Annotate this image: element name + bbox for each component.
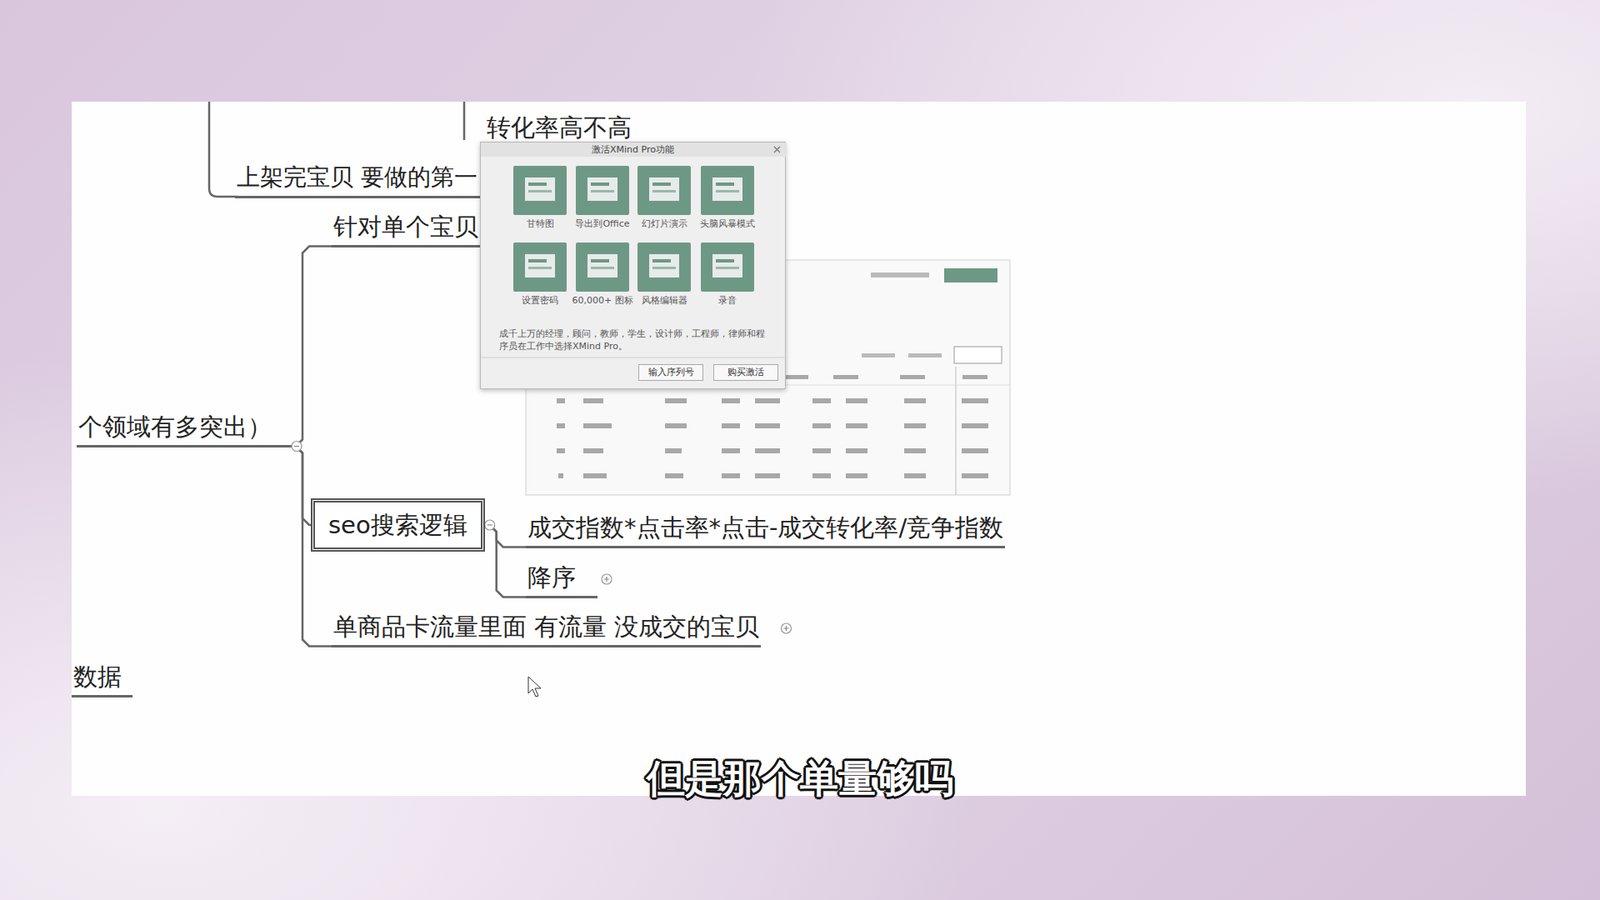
node-text: 转化率高不高 (486, 113, 632, 142)
blurred-text (861, 353, 895, 358)
branch-line (463, 101, 466, 140)
table-button (944, 268, 998, 283)
dialog-titlebar (480, 142, 787, 157)
topic-node: 数据 (71, 662, 133, 698)
table-button (954, 346, 1002, 364)
branch-line (209, 101, 239, 197)
topic-node: 成交指数*点击率*点击-成交转化率/竞争指数 (525, 513, 1005, 549)
dialog-button: 购买激活 (713, 364, 779, 381)
node-text: 个领域有多突出） (78, 412, 290, 441)
branch-connector (290, 246, 332, 447)
dialog-rule (480, 357, 787, 359)
node-text: 购买激活 (714, 365, 778, 380)
feature-icon (513, 242, 567, 292)
feature-icon (637, 242, 691, 292)
node-text: 降序 (527, 563, 596, 592)
dialog-button: 输入序列号 (638, 364, 704, 381)
icon-label: 导出到Office (566, 218, 639, 230)
selected-topic-box: seo搜索逻辑 (310, 498, 485, 552)
topic-node: 上架完宝贝 要做的第一 (235, 163, 480, 199)
blurred-text (908, 353, 942, 358)
icon-label: 幻灯片演示 (628, 218, 700, 230)
node-text: 针对单个宝贝 (333, 212, 479, 241)
canvas-panel (71, 101, 1526, 796)
feature-icon (637, 165, 691, 215)
icon-label: 甘特图 (504, 218, 576, 230)
topic-node: 针对单个宝贝 (331, 212, 480, 248)
feature-icon (700, 165, 755, 215)
node-text: 单商品卡流量里面 有流量 没成交的宝贝 (333, 612, 760, 641)
blurred-cells (556, 375, 989, 479)
node-text: 成交指数*点击率*点击-成交转化率/竞争指数 (527, 513, 1004, 542)
dialog-illustration (480, 142, 787, 390)
subtitle: 但是那个单量够吗 (0, 753, 1600, 804)
node-text: seo搜索逻辑 (328, 510, 468, 540)
branch-connector (485, 525, 526, 598)
table-rule (955, 366, 957, 495)
topic-node: 降序 (525, 563, 598, 599)
icon-label: 设置密码 (504, 295, 576, 306)
icon-label: 60,000+ 图标 (566, 295, 639, 306)
icon-label: 头脑风暴模式 (691, 218, 764, 230)
collapse-toggle (485, 520, 495, 530)
close-icon (774, 146, 780, 153)
collapse-toggle (291, 441, 302, 452)
mouse-cursor (528, 676, 541, 697)
feature-icon (575, 165, 630, 215)
node-body-text: 成千上万的经理，顾问，教师，学生，设计师，工程师，律师和程序员在工作中选择XMi… (499, 327, 770, 353)
blurred-text (870, 272, 930, 278)
feature-icon (575, 242, 630, 292)
collapse-toggle (601, 574, 612, 585)
collapse-toggle (780, 623, 791, 634)
node-text: 输入序列号 (639, 365, 703, 380)
icon-label: 录音 (691, 295, 764, 306)
icon-label: 风格编辑器 (628, 295, 700, 306)
dialog-window: 激活XMind Pro功能成千上万的经理，顾问，教师，学生，设计师，工程师，律师… (480, 141, 786, 390)
topic-node: 单商品卡流量里面 有流量 没成交的宝贝 (331, 612, 761, 648)
node-text: 激活XMind Pro功能 (480, 144, 785, 156)
feature-icon (700, 242, 755, 292)
branch-connector (290, 446, 311, 526)
node-text: 数据 (73, 662, 131, 691)
node-text: 上架完宝贝 要做的第一 (236, 163, 479, 192)
feature-icon (513, 165, 567, 215)
topic-node: 个领域有多突出） (76, 412, 291, 448)
